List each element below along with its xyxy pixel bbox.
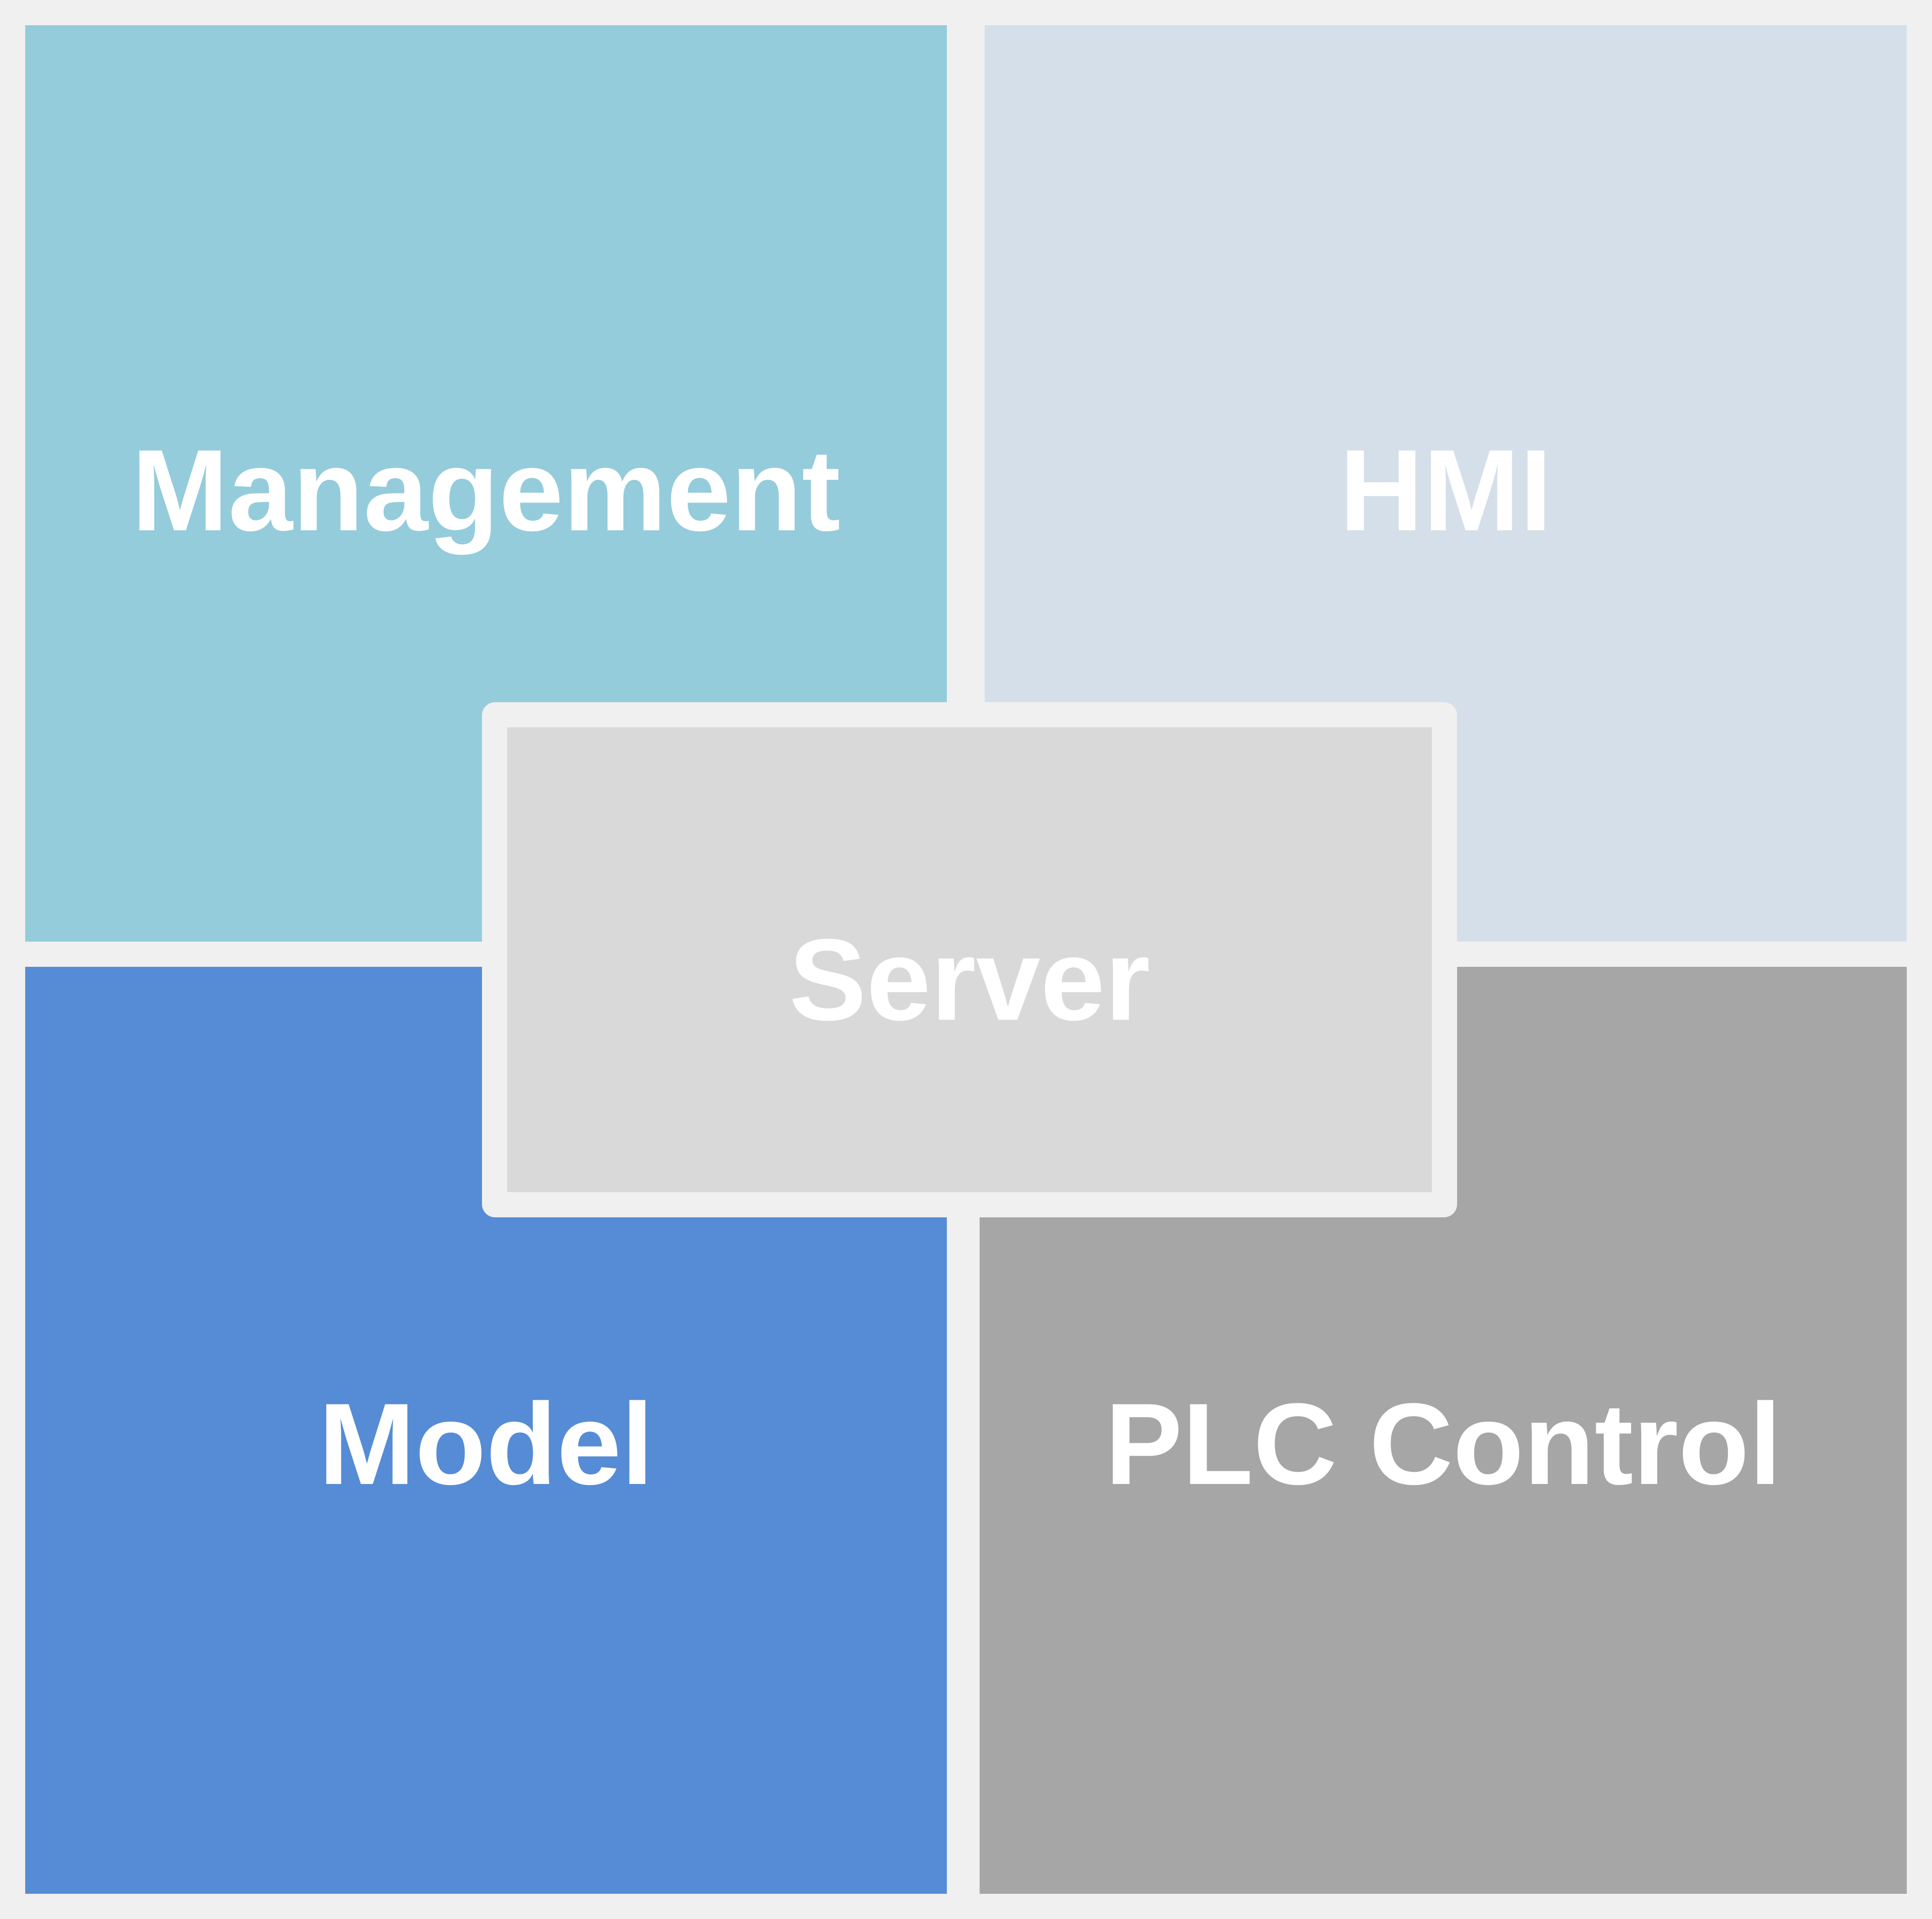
plc-control-label: PLC Control [1105, 1379, 1782, 1509]
model-label: Model [318, 1379, 654, 1509]
management-label: Management [132, 425, 840, 555]
server-block: Server [482, 702, 1457, 1217]
hmi-label: HMI [1339, 425, 1552, 555]
server-label: Server [789, 915, 1151, 1044]
